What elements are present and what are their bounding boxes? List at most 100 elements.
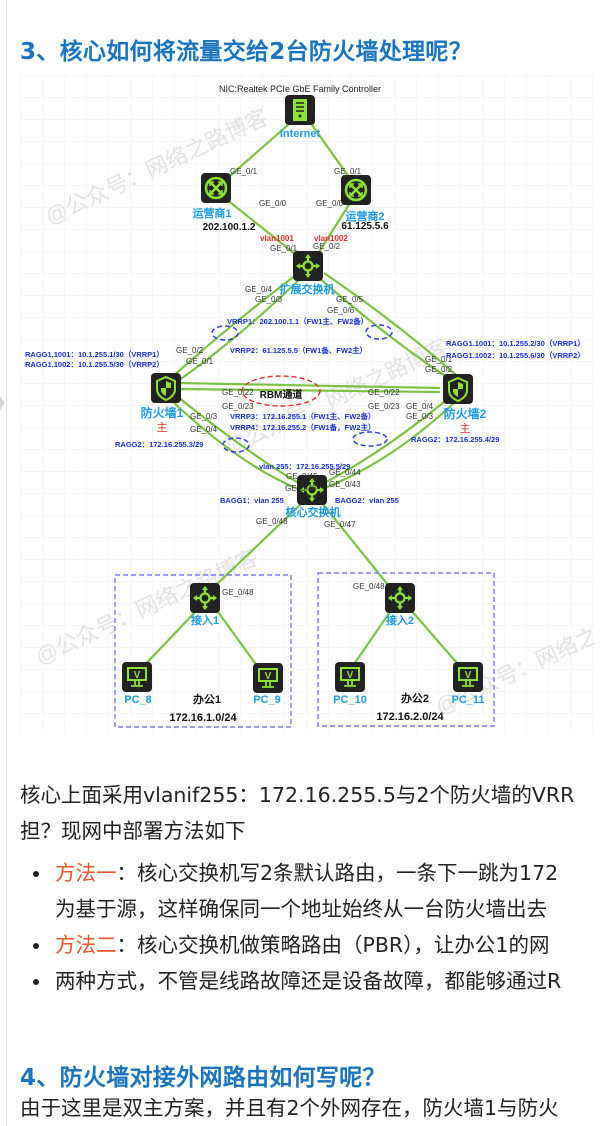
ext-port-06: GE_0/6 xyxy=(327,306,355,315)
pc11-label: PC_11 xyxy=(451,694,484,706)
isp1-router-icon[interactable] xyxy=(199,171,233,205)
isp1-port-up: GE_0/1 xyxy=(230,167,258,176)
fw1-port-01: GE_0/1 xyxy=(186,357,214,366)
vrrp4-label: VRRP4：172.16.255.2（FW1备，FW2主） xyxy=(230,422,375,432)
link-fw2-core-b xyxy=(321,400,457,491)
fw2-ragg1001: RAGG1.1001：10.1.255.2/30（VRRP1） xyxy=(446,338,585,348)
network-topology-diagram: V @公众号：网络之路博客 @公众号：网络之路博客 @公众号：网络之路博客 @公… xyxy=(20,75,615,735)
firewall2-label: 防火墙2 xyxy=(444,406,487,421)
link-acc2-pc10 xyxy=(349,608,393,671)
method-list: 方法一：核心交换机写2条默认路由，一条下一跳为172 为基于源，这样确保同一个地… xyxy=(20,855,561,999)
paragraph-line: 担？现网中部署方法如下 xyxy=(20,819,246,843)
pc10-label: PC_10 xyxy=(333,694,367,706)
bullet-dot-icon xyxy=(33,979,39,985)
office1-label: 办公1 xyxy=(193,692,221,706)
pc9-label: PC_9 xyxy=(253,694,281,706)
isp2-router-icon[interactable] xyxy=(339,173,373,207)
link-fw1-core-b xyxy=(171,400,299,491)
access2-port: GE_0/48 xyxy=(353,582,385,591)
access1-switch-icon[interactable] xyxy=(188,581,222,615)
bullet-dot-icon xyxy=(33,871,39,877)
core-port-44: GE_0/44 xyxy=(329,468,361,477)
access2-label: 接入2 xyxy=(386,613,414,627)
core-port-46: GE_0/46 xyxy=(285,484,317,493)
method-highlight: 方法二 xyxy=(55,933,117,957)
isp1-ip: 202.100.1.2 xyxy=(203,222,256,233)
isp2-port-down: GE_0/0 xyxy=(316,199,344,208)
fw1-ragg1001: RAGG1.1001：10.1.255.1/30（VRRP1） xyxy=(25,349,164,359)
link-fw2-core-a xyxy=(319,396,451,486)
firewall1-icon[interactable] xyxy=(150,372,182,404)
rbm-channel-label: RBM通道 xyxy=(260,388,303,401)
link-isp1-ext xyxy=(225,198,301,259)
vrrp1-label: VRRP1：202.100.1.1（FW1主、FW2备） xyxy=(227,316,368,326)
fw2-port-03: GE_0/3 xyxy=(406,412,434,421)
link-core-acc1 xyxy=(215,502,303,586)
method-text: ：核心交换机做策略路由（PBR），让办公1的网 xyxy=(116,933,550,957)
vlan1002-label: vlan1002 xyxy=(314,234,348,243)
section-heading-3: 3、核心如何将流量交给2台防火墙处理呢？ xyxy=(20,39,473,65)
paragraph-core-vlanif: 核心上面采用vlanif255：172.16.255.5与2个防火墙的VRR 担… xyxy=(20,777,574,849)
fw1-port-22: GE_0/22 xyxy=(222,388,254,397)
firewall1-role: 主 xyxy=(157,421,168,434)
isp2-label: 运营商2 xyxy=(345,209,384,223)
summary-text: 两种方式，不管是线路故障还是设备故障，都能够通过R xyxy=(55,969,562,993)
fw2-port-04: GE_0/4 xyxy=(406,402,434,411)
pc8-label: PC_8 xyxy=(124,694,152,706)
grid-background xyxy=(20,75,595,735)
internet-server-icon[interactable] xyxy=(284,94,316,126)
core-vlan255: vlan 255：172.16.255.5/29 xyxy=(259,462,350,471)
link-ext-fw1-b xyxy=(177,276,303,382)
office1-zone xyxy=(114,574,292,728)
list-item-method-1: 方法一：核心交换机写2条默认路由，一条下一跳为172 为基于源，这样确保同一个地… xyxy=(20,855,561,927)
firewall2-icon[interactable] xyxy=(442,373,474,405)
link-acc2-pc11 xyxy=(409,608,464,671)
fw1-port-02: GE_0/2 xyxy=(176,346,204,355)
pc9-icon[interactable] xyxy=(252,662,284,694)
fw1-port-23: GE_0/23 xyxy=(222,402,254,411)
ext-switch-icon[interactable] xyxy=(291,249,325,283)
office2-label: 办公2 xyxy=(401,691,429,705)
link-acc1-pc8 xyxy=(139,608,199,671)
ext-port-03: GE_0/3 xyxy=(255,295,283,304)
section-heading-4: 4、防火墙对接外网路由如何写呢？ xyxy=(20,1065,386,1091)
core-port-47: GE_0/47 xyxy=(324,520,356,529)
paragraph-line: 由于这里是双主方案，并且有2个外网存在，防火墙1与防火 xyxy=(20,1096,559,1120)
isp2-ip: 61.125.5.6 xyxy=(341,221,389,232)
pc10-icon[interactable] xyxy=(334,661,366,693)
list-item-method-2: 方法二：核心交换机做策略路由（PBR），让办公1的网 xyxy=(20,927,561,963)
fw2-ragg1002: RAGG1.1002：10.1.255.6/30（VRRP2） xyxy=(446,350,585,360)
sidebar-collapse-arrow-icon[interactable] xyxy=(0,396,5,410)
link-rbm-2 xyxy=(177,387,441,394)
office1-subnet: 172.16.1.0/24 xyxy=(169,712,237,724)
link-aggregation-markers xyxy=(211,324,393,453)
office2-subnet: 172.16.2.0/24 xyxy=(376,711,444,723)
pc11-icon[interactable] xyxy=(452,661,484,693)
core-switch-label: 核心交换机 xyxy=(286,505,341,519)
method-highlight: 方法一 xyxy=(55,861,117,885)
internet-label: Internet xyxy=(280,128,321,140)
rbm-channel-ellipse xyxy=(241,375,321,407)
link-isp2-ext xyxy=(315,202,351,258)
list-item-summary: 两种方式，不管是线路故障还是设备故障，都能够通过R xyxy=(20,963,561,999)
pc8-icon[interactable] xyxy=(121,661,153,693)
method-text: ：核心交换机写2条默认路由，一条下一跳为172 xyxy=(116,861,559,885)
link-rbm-1 xyxy=(177,381,441,390)
firewall2-role: 主 xyxy=(460,422,471,435)
link-core-acc2 xyxy=(321,502,389,586)
link-fw1-core-a xyxy=(177,396,303,486)
vlan1001-label: vlan1001 xyxy=(260,234,294,243)
fw2-ragg2: RAGG2：172.16.255.4/29 xyxy=(411,435,499,444)
vrrp3-label: VRRP3：172.16.255.1（FW1主、FW2备） xyxy=(230,411,375,421)
fw2-port-02: GE_0/2 xyxy=(425,365,453,374)
access2-switch-icon[interactable] xyxy=(383,581,417,615)
links xyxy=(139,124,464,671)
link-ext-fw2-a xyxy=(317,276,451,380)
link-acc1-pc9 xyxy=(215,608,261,671)
ext-port-04: GE_0/4 xyxy=(245,285,273,294)
core-bagg2: BAGG2：vlan 255 xyxy=(335,496,399,505)
ext-port-05: GE_0/5 xyxy=(336,295,364,304)
fw2-port-22: GE_0/22 xyxy=(368,388,400,397)
access1-port: GE_0/48 xyxy=(222,588,254,597)
core-bagg1: BAGG1：vlan 255 xyxy=(220,496,284,505)
